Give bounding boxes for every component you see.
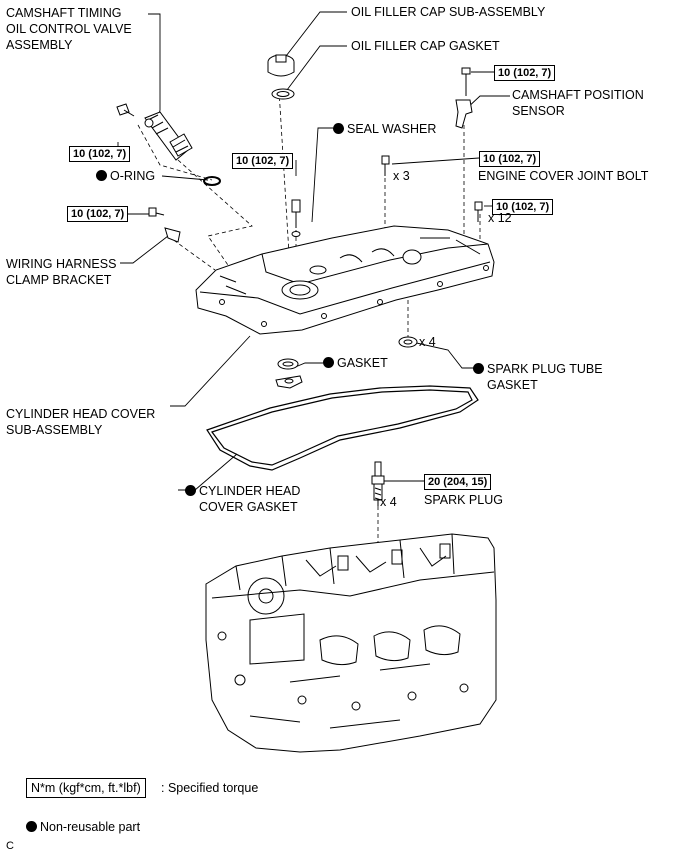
- label-seal-washer: SEAL WASHER: [333, 121, 436, 137]
- non-reusable-dot-icon: [473, 363, 484, 374]
- label-cylinder-head-cover: CYLINDER HEAD COVER SUB-ASSEMBLY: [6, 406, 155, 438]
- camshaft-timing-ocv-illustration: [116, 103, 193, 161]
- non-reusable-dot-icon: [96, 170, 107, 181]
- camshaft-position-sensor-illustration: [455, 67, 473, 129]
- label-line: CLAMP BRACKET: [6, 273, 112, 287]
- label-oil-filler-cap-gasket: OIL FILLER CAP GASKET: [351, 39, 500, 53]
- legend-torque-unit: N*m (kgf*cm, ft.*lbf): [26, 778, 146, 798]
- label-line: ASSEMBLY: [6, 38, 73, 52]
- cylinder-head-cover-gasket-illustration: [206, 385, 479, 471]
- legend-non-reusable: Non-reusable part: [26, 819, 140, 835]
- non-reusable-dot-icon: [323, 357, 334, 368]
- label-line: SPARK PLUG TUBE: [473, 361, 603, 377]
- torque-cover-bolts: 10 (102, 7): [492, 199, 554, 215]
- cylinder-head-cover-illustration: [195, 225, 495, 335]
- label-line: CYLINDER HEAD: [185, 483, 300, 499]
- label-engine-cover-joint-bolt: ENGINE COVER JOINT BOLT: [478, 169, 649, 183]
- oil-filler-cap-illustration: [267, 54, 295, 100]
- quantity-joint-bolt: x 3: [393, 169, 410, 183]
- label-spark-plug: SPARK PLUG: [424, 493, 503, 507]
- torque-seal-washer-bolt: 10 (102, 7): [232, 153, 294, 169]
- label-line: SUB-ASSEMBLY: [6, 423, 103, 437]
- torque-sensor-bolt: 10 (102, 7): [494, 65, 556, 81]
- label-o-ring: O-RING: [96, 168, 155, 184]
- label-spark-plug-tube-gasket: SPARK PLUG TUBE GASKET: [473, 361, 603, 393]
- label-line: WIRING HARNESS: [6, 257, 117, 271]
- label-line: CAMSHAFT POSITION: [512, 88, 644, 102]
- small-gasket-illustration: [275, 358, 303, 389]
- label-camshaft-timing-ocv: CAMSHAFT TIMING OIL CONTROL VALVE ASSEMB…: [6, 5, 132, 53]
- label-line: CYLINDER HEAD COVER: [6, 407, 156, 421]
- label-line: GASKET: [487, 378, 538, 392]
- torque-spark-plug: 20 (204, 15): [424, 474, 492, 490]
- label-line: SENSOR: [512, 104, 565, 118]
- torque-ocv-bolt: 10 (102, 7): [69, 146, 131, 162]
- label-text: GASKET: [337, 356, 388, 370]
- non-reusable-dot-icon: [26, 821, 37, 832]
- label-text: CYLINDER HEAD: [199, 484, 301, 498]
- label-camshaft-position-sensor: CAMSHAFT POSITION SENSOR: [512, 87, 644, 119]
- legend-text: Non-reusable part: [40, 820, 141, 834]
- label-gasket: GASKET: [323, 355, 388, 371]
- label-text: SEAL WASHER: [347, 122, 437, 136]
- quantity-spark-plug: x 4: [380, 495, 397, 509]
- label-text: O-RING: [110, 169, 156, 183]
- cylinder-head-illustration: [205, 533, 497, 753]
- quantity-cover-bolts: x 12: [488, 211, 512, 225]
- quantity-spark-plug-tube-gasket: x 4: [419, 335, 436, 349]
- torque-joint-bolt: 10 (102, 7): [479, 151, 541, 167]
- label-cylinder-head-cover-gasket: CYLINDER HEAD COVER GASKET: [185, 483, 300, 515]
- bolts: [148, 155, 483, 243]
- corner-mark: C: [6, 840, 14, 852]
- spark-plug-illustration: [371, 461, 385, 506]
- o-ring-illustration: [203, 176, 221, 186]
- label-line: COVER GASKET: [199, 500, 298, 514]
- label-oil-filler-cap: OIL FILLER CAP SUB-ASSEMBLY: [351, 5, 546, 19]
- torque-clamp-bolt: 10 (102, 7): [67, 206, 129, 222]
- non-reusable-dot-icon: [185, 485, 196, 496]
- label-wiring-harness-clamp: WIRING HARNESS CLAMP BRACKET: [6, 256, 116, 288]
- label-line: OIL CONTROL VALVE: [6, 22, 132, 36]
- legend-torque-description: : Specified torque: [161, 781, 259, 795]
- label-text: SPARK PLUG TUBE: [487, 362, 603, 376]
- spark-plug-tube-gasket-illustration: [398, 336, 418, 348]
- label-line: CAMSHAFT TIMING: [6, 6, 122, 20]
- non-reusable-dot-icon: [333, 123, 344, 134]
